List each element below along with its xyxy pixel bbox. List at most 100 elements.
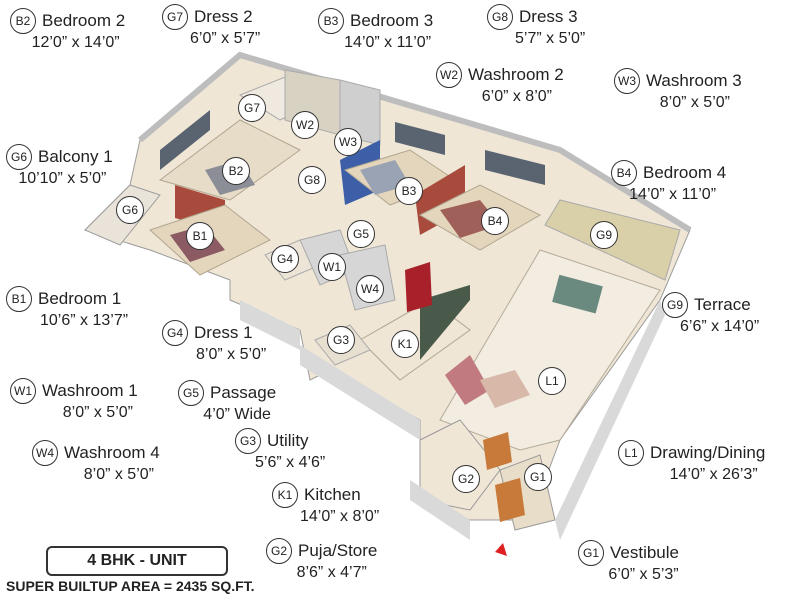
legend-name: Bedroom 2	[42, 11, 126, 30]
kitchen-counter	[420, 285, 470, 360]
fridge	[405, 262, 432, 312]
pin-l1: L1	[538, 367, 566, 395]
legend-name: Bedroom 1	[38, 289, 122, 308]
legend-code: G8	[487, 4, 513, 30]
legend-w3: W3 Washroom 3 8’0” x 5’0”	[614, 68, 742, 112]
legend-name: Washroom 2	[468, 65, 564, 84]
pin-g6: G6	[116, 196, 144, 224]
legend-name: Dress 3	[519, 7, 578, 26]
pin-g3: G3	[327, 326, 355, 354]
legend-code: B3	[318, 8, 344, 34]
legend-name: Bedroom 4	[643, 163, 727, 182]
outer-walls	[138, 51, 692, 233]
legend-code: G4	[162, 320, 188, 346]
legend-w1: W1 Washroom 1 8’0” x 5’0”	[10, 378, 138, 422]
pin-w3: W3	[334, 128, 362, 156]
legend-name: Washroom 1	[42, 381, 138, 400]
legend-name: Washroom 3	[646, 71, 742, 90]
legend-dim: 12’0” x 14’0”	[31, 34, 120, 51]
pin-w2: W2	[291, 111, 319, 139]
legend-dim: 14’0” x 11’0”	[344, 34, 432, 51]
legend-b3: B3 Bedroom 3 14’0” x 11’0”	[318, 8, 433, 52]
legend-code: B1	[6, 286, 32, 312]
base-slab-puja	[410, 480, 470, 540]
legend-code: W4	[32, 440, 58, 466]
legend-code: G2	[266, 538, 292, 564]
pin-g4: G4	[271, 245, 299, 273]
pin-b2: B2	[222, 157, 250, 185]
legend-code: W3	[614, 68, 640, 94]
base-slab-left	[240, 300, 300, 350]
puja-door	[483, 432, 512, 470]
pin-g2: G2	[452, 465, 480, 493]
legend-name: Washroom 4	[64, 443, 160, 462]
legend-dim: 10’10” x 5’0”	[18, 170, 107, 187]
legend-name: Balcony 1	[38, 147, 113, 166]
legend-dim: 14’0” x 11’0”	[629, 186, 717, 203]
legend-dim: 10’6” x 13’7”	[40, 312, 129, 329]
legend-dim: 8’0” x 5’0”	[659, 94, 730, 111]
legend-code: W2	[436, 62, 462, 88]
legend-code: L1	[618, 440, 644, 466]
legend-dim: 8’0” x 5’0”	[196, 346, 267, 363]
legend-name: Puja/Store	[298, 541, 378, 560]
legend-dim: 5’6” x 4’6”	[255, 454, 326, 471]
legend-b4: B4 Bedroom 4 14’0” x 11’0”	[611, 160, 726, 204]
legend-g1: G1 Vestibule 6’0” x 5’3”	[578, 540, 679, 584]
legend-dim: 14’0” x 26’3”	[669, 466, 758, 483]
pin-g5: G5	[347, 220, 375, 248]
legend-b1: B1 Bedroom 1 10’6” x 13’7”	[6, 286, 128, 330]
base-slab-right	[555, 300, 665, 540]
legend-code: B4	[611, 160, 637, 186]
dining-table	[552, 274, 603, 314]
legend-code: G6	[6, 144, 32, 170]
legend-dim: 8’6” x 4’7”	[296, 564, 367, 581]
legend-code: K1	[272, 482, 298, 508]
legend-code: G3	[235, 428, 261, 454]
pin-w4: W4	[356, 275, 384, 303]
legend-name: Terrace	[694, 295, 751, 314]
pin-g8: G8	[298, 166, 326, 194]
legend-dim: 8’0” x 5’0”	[62, 404, 133, 421]
legend-dim: 6’0” x 5’3”	[608, 566, 679, 583]
vestibule-door	[495, 478, 525, 522]
legend-name: Passage	[210, 383, 277, 402]
super-builtup-area: SUPER BUILTUP AREA = 2435 SQ.FT.	[6, 578, 255, 594]
pin-b3: B3	[395, 177, 423, 205]
living-sofa	[445, 355, 490, 405]
window-b2	[160, 110, 210, 170]
legend-dim: 6’6” x 14’0”	[680, 318, 760, 335]
legend-g9: G9 Terrace 6’6” x 14’0”	[662, 292, 759, 336]
legend-name: Bedroom 3	[350, 11, 434, 30]
entry-arrow-icon	[495, 543, 507, 556]
unit-type-badge: 4 BHK - UNIT	[46, 546, 228, 576]
legend-code: G7	[162, 4, 188, 30]
pin-g9: G9	[590, 221, 618, 249]
legend-dim: 6’0” x 5’7”	[190, 30, 261, 47]
pin-b1: B1	[186, 222, 214, 250]
living-rug	[480, 370, 530, 408]
pin-g7: G7	[238, 94, 266, 122]
window-b3	[395, 122, 445, 155]
legend-code: G9	[662, 292, 688, 318]
legend-code: W1	[10, 378, 36, 404]
window-b4	[485, 150, 545, 185]
pin-w1: W1	[318, 253, 346, 281]
legend-name: Vestibule	[610, 543, 679, 562]
pin-b4: B4	[481, 207, 509, 235]
legend-code: G1	[578, 540, 604, 566]
pin-k1: K1	[391, 330, 419, 358]
legend-name: Kitchen	[304, 485, 361, 504]
legend-g2: G2 Puja/Store 8’6” x 4’7”	[266, 538, 377, 582]
